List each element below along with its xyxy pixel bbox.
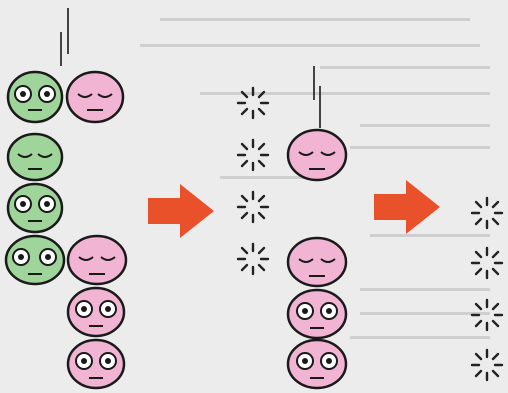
pop-sparkle-icon bbox=[470, 196, 504, 230]
falling-motion-lines bbox=[313, 66, 321, 128]
pop-sparkle-icon bbox=[236, 138, 270, 172]
pink-blob-sleepy bbox=[286, 128, 348, 182]
right-arrow-icon bbox=[148, 184, 214, 238]
pop-sparkle-icon bbox=[236, 86, 270, 120]
right-arrow-icon bbox=[374, 180, 440, 234]
pop-sparkle-icon bbox=[470, 348, 504, 382]
pop-sparkle-icon bbox=[470, 246, 504, 280]
green-blob-awake bbox=[6, 182, 64, 234]
falling-motion-lines bbox=[60, 8, 69, 66]
pop-sparkle-icon bbox=[236, 190, 270, 224]
pink-blob-sleepy bbox=[65, 70, 125, 124]
pink-blob-awake bbox=[286, 288, 348, 340]
pink-blob-sleepy bbox=[286, 236, 348, 288]
green-blob-sleepy bbox=[6, 132, 64, 182]
pink-blob-awake bbox=[286, 338, 348, 390]
pink-blob-sleepy bbox=[66, 234, 128, 286]
green-blob-awake bbox=[4, 234, 66, 286]
pop-sparkle-icon bbox=[470, 298, 504, 332]
green-blob-awake bbox=[6, 70, 64, 124]
pop-sparkle-icon bbox=[236, 242, 270, 276]
pink-blob-awake bbox=[66, 286, 126, 338]
pink-blob-awake bbox=[66, 338, 126, 390]
